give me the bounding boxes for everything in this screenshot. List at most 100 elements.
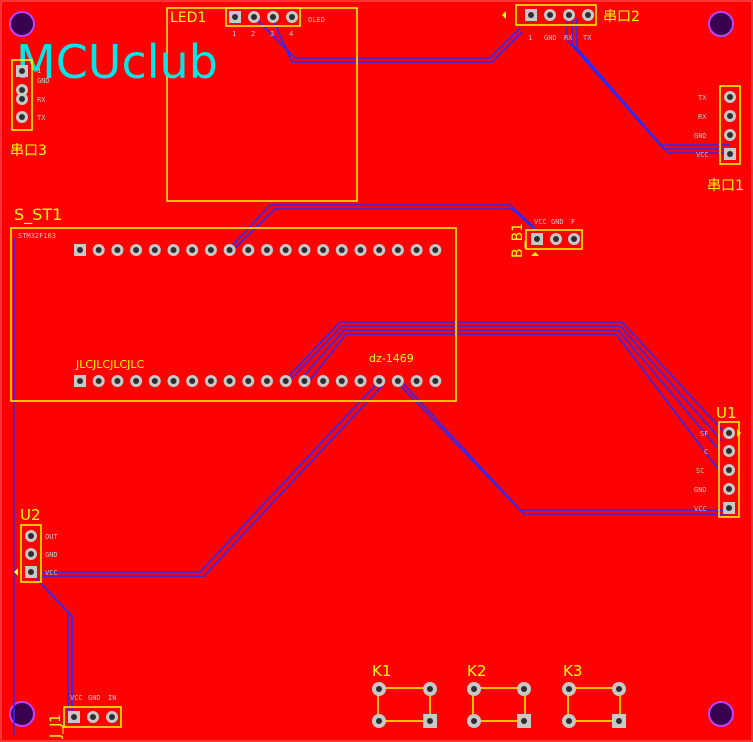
component-u1[interactable]: U1 SF C SC GND VCC	[694, 404, 740, 518]
u2-outline	[20, 524, 42, 583]
svg-text:RX: RX	[37, 96, 46, 104]
component-b-b1[interactable]: VCC GND F B_B1	[510, 218, 583, 258]
led1-pads	[229, 11, 298, 23]
svg-text:GND: GND	[694, 132, 707, 140]
s-st1-top-pad-hole-4	[133, 247, 140, 253]
b-b1-outline	[525, 229, 583, 250]
svg-text:F: F	[571, 218, 575, 226]
led1-header-outline	[225, 7, 301, 27]
svg-text:TX: TX	[583, 34, 592, 42]
s-st1-bottom-pad-hole-7	[189, 378, 196, 384]
s-st1-top-pad-hole-10	[245, 247, 252, 253]
led1-pin-labels: 1 2 3 4	[232, 30, 293, 38]
mounting-holes	[9, 11, 734, 727]
s-st1-top-pad-hole-14	[320, 247, 327, 253]
svg-text:GND: GND	[544, 34, 557, 42]
svg-text:2: 2	[251, 30, 255, 38]
serial1-outline	[719, 85, 741, 165]
serial2-outline	[515, 4, 597, 26]
mcuclub-logo: MCUclub	[16, 35, 218, 89]
s-st1-designator: S_ST1	[14, 205, 62, 225]
svg-text:GND: GND	[694, 486, 707, 494]
s-st1-label-mid: dz-1469	[369, 352, 414, 365]
j-j1-designator: J_J1	[48, 714, 64, 739]
s-st1-top-pad-hole-19	[413, 247, 420, 253]
s-st1-top-pad-hole-2	[95, 247, 102, 253]
b-b1-designator: B_B1	[510, 223, 526, 258]
k2-designator: K2	[467, 662, 486, 680]
s-st1-top-pad-hole-8	[207, 247, 214, 253]
s-st1-label-top: STM32F103	[18, 232, 56, 240]
component-serial1[interactable]: TX RX GND VCC 串口1	[694, 85, 744, 194]
s-st1-top-pad-hole-13	[301, 247, 308, 253]
s-st1-top-pad-hole-9	[226, 247, 233, 253]
component-s-st1[interactable]: S_ST1 STM32F103 JLCJLCJLCJLC dz-1469	[10, 205, 457, 402]
mounting-hole-bottom-left	[9, 701, 35, 727]
mounting-hole-bottom-right	[708, 701, 734, 727]
s-st1-bottom-pad-hole-17	[376, 378, 383, 384]
s-st1-bottom-pad-hole-1	[77, 378, 83, 384]
s-st1-bottom-pad-hole-3	[114, 378, 121, 384]
s-st1-bottom-pad-hole-11	[264, 378, 270, 384]
svg-text:TX: TX	[37, 114, 46, 122]
s-st1-bottom-pad-hole-12	[282, 378, 289, 384]
s-st1-top-pad-hole-11	[264, 247, 270, 253]
s-st1-top-pad-hole-16	[357, 247, 364, 253]
k3-outline	[567, 687, 621, 722]
led1-designator: LED1	[170, 10, 206, 26]
svg-text:3: 3	[270, 30, 274, 38]
svg-text:VCC: VCC	[534, 218, 547, 226]
s-st1-bottom-pad-hole-15	[338, 378, 345, 384]
mounting-hole-top-right	[708, 11, 734, 37]
s-st1-bottom-pad-hole-2	[95, 378, 102, 384]
k2-outline	[472, 687, 526, 722]
orientation-marks	[14, 11, 741, 576]
tracks	[13, 17, 730, 735]
svg-text:OUT: OUT	[45, 533, 58, 541]
svg-text:1: 1	[37, 67, 41, 75]
svg-text:VCC: VCC	[694, 505, 707, 513]
s-st1-top-pad-hole-15	[338, 247, 345, 253]
u1-outline	[718, 421, 740, 518]
s-st1-label-bottom: JLCJLCJLCJLC	[75, 358, 145, 371]
led1-label: OLED	[308, 16, 325, 24]
component-led1[interactable]: LED1 OLED 1 2 3 4	[166, 7, 358, 202]
svg-text:GND: GND	[37, 77, 50, 85]
j-j1-outline	[63, 706, 122, 728]
component-serial2[interactable]: 串口2 1 GND RX TX	[515, 4, 640, 42]
s-st1-bottom-pad-hole-6	[170, 378, 177, 384]
s-st1-top-pad-hole-1	[77, 247, 83, 253]
s-st1-top-pad-hole-17	[376, 247, 383, 253]
s-st1-outline	[10, 227, 457, 402]
component-k3[interactable]: K3	[562, 662, 626, 728]
u1-designator: U1	[716, 404, 737, 422]
mounting-hole-top-left	[9, 11, 35, 37]
s-st1-top-pad-hole-3	[114, 247, 121, 253]
component-u2[interactable]: U2 OUT GND VCC	[20, 506, 58, 583]
svg-text:VCC: VCC	[70, 694, 83, 702]
svg-text:RX: RX	[564, 34, 573, 42]
component-k2[interactable]: K2	[467, 662, 531, 728]
k1-designator: K1	[372, 662, 391, 680]
svg-text:4: 4	[289, 30, 293, 38]
component-k1[interactable]: K1	[372, 662, 437, 728]
s-st1-bottom-pad-hole-19	[413, 378, 420, 384]
s-st1-bottom-pad-hole-10	[245, 378, 252, 384]
svg-text:GND: GND	[45, 551, 58, 559]
serial2-designator: 串口2	[603, 9, 640, 25]
s-st1-bottom-pad-hole-18	[394, 378, 401, 384]
s-st1-top-pad-hole-7	[189, 247, 196, 253]
s-st1-top-pad-hole-6	[170, 247, 177, 253]
component-j-j1[interactable]: VCC GND IN J_J1	[48, 694, 122, 739]
s-st1-top-pad-hole-20	[432, 247, 439, 253]
s-st1-top-pads	[74, 244, 442, 256]
svg-text:SF: SF	[700, 430, 708, 438]
s-st1-top-pad-hole-12	[282, 247, 289, 253]
component-serial3[interactable]: 1 GND RX TX 串口3	[10, 59, 50, 159]
s-st1-bottom-pad-hole-5	[151, 378, 158, 384]
svg-text:GND: GND	[88, 694, 101, 702]
s-st1-bottom-pad-hole-9	[226, 378, 233, 384]
